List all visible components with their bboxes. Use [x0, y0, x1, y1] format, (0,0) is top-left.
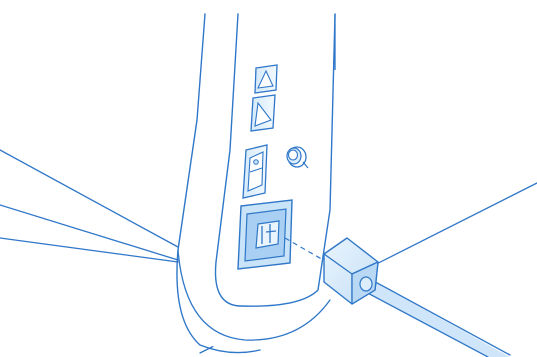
surface-edge-lower	[0, 237, 179, 263]
rocker-power-switch-icon	[242, 144, 268, 199]
surface-edge-side	[0, 204, 179, 261]
device-bottom-edge	[177, 249, 331, 341]
iec-power-inlet-icon	[237, 199, 293, 270]
usb-port-icon	[254, 64, 278, 94]
rear-panel-outline	[214, 13, 336, 307]
surface-edge-upper	[0, 149, 179, 248]
power-cable-icon	[361, 277, 511, 357]
fuse-holder-knob-icon	[286, 146, 309, 169]
insertion-guide-line	[284, 237, 326, 262]
power-plug-icon	[323, 237, 379, 305]
usb-port-icon	[250, 94, 276, 132]
device-front-edge	[176, 13, 261, 354]
